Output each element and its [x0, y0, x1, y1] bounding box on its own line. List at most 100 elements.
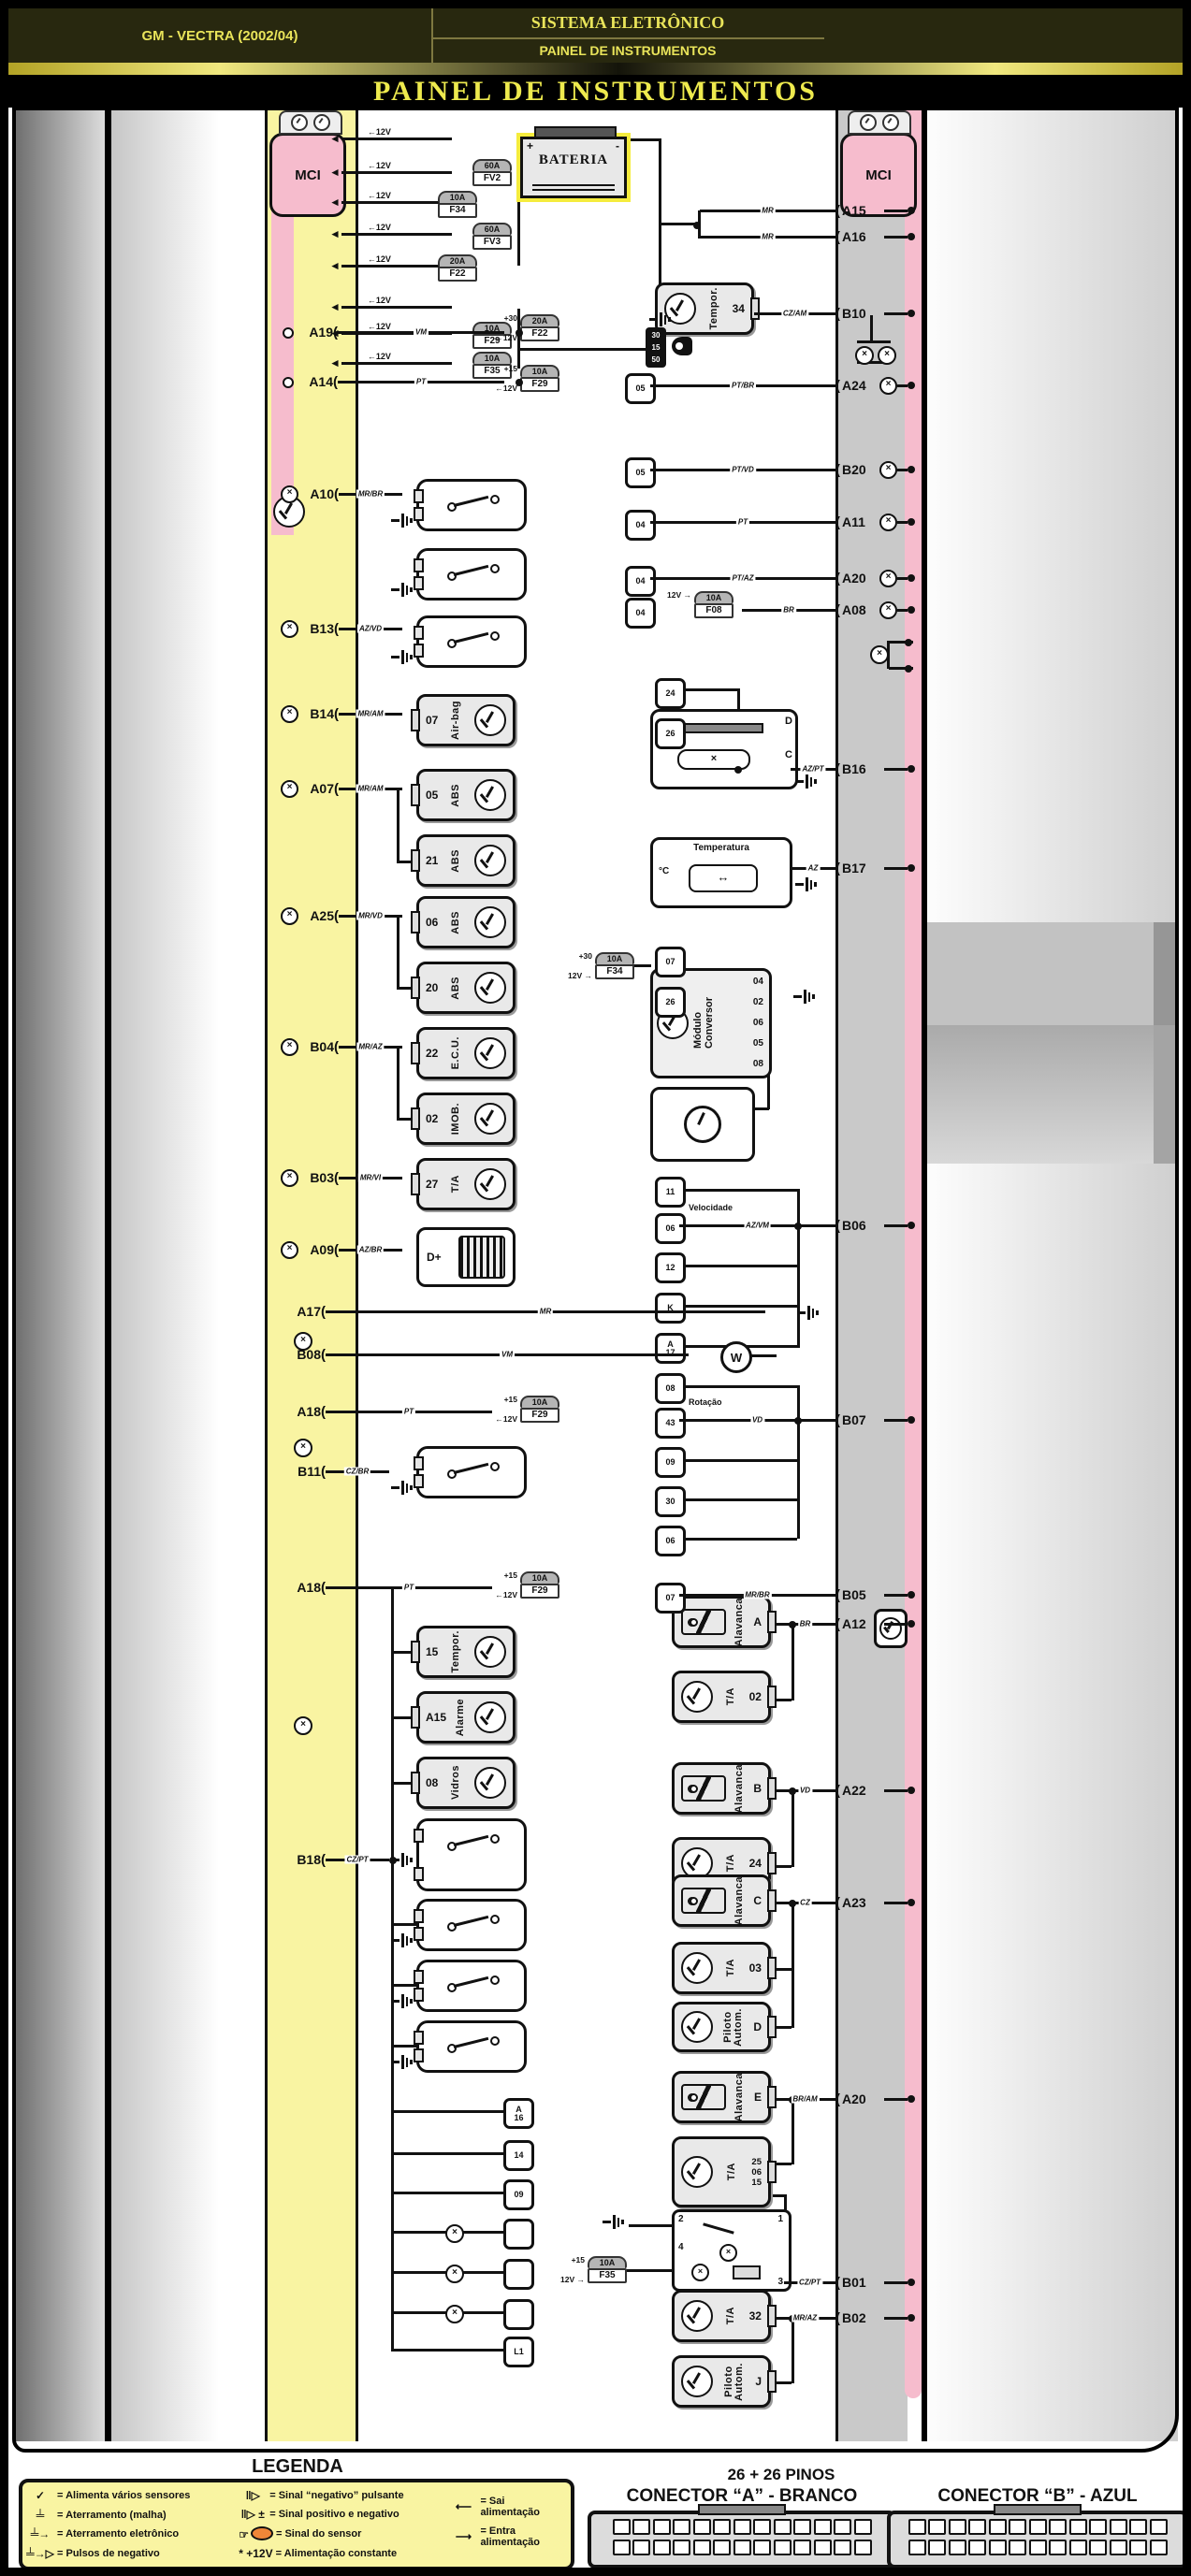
- wire-segment: [391, 1860, 394, 2350]
- pin-stub: [897, 520, 908, 524]
- module-name: ABS: [450, 976, 462, 1000]
- legend-text: = Sinal “negativo” pulsante: [269, 2489, 404, 2501]
- pin-symbol-icon: [879, 761, 884, 776]
- wire-segment: [797, 1189, 800, 1348]
- fuse-rating: 10A: [520, 1396, 559, 1408]
- ground-icon: [603, 2215, 624, 2229]
- pin-code: A10: [310, 486, 334, 501]
- pin-code: B07: [842, 1412, 866, 1427]
- switch-box: [391, 479, 527, 531]
- page-title: PAINEL DE INSTRUMENTOS: [373, 75, 818, 107]
- module-pin-number: 06: [426, 915, 439, 929]
- pins-note: 26 + 26 PINOS: [727, 2466, 835, 2483]
- pin-symbol-icon: [879, 229, 884, 244]
- legend-text: = Aterramento (malha): [57, 2509, 167, 2521]
- wire-segment: [397, 918, 399, 989]
- wire-color-tag: MR: [760, 232, 776, 241]
- fuse: 20A F22 +30 ←12V: [495, 313, 559, 342]
- wire: BR/AM: [775, 2091, 835, 2107]
- generator-warning-symbol: W: [720, 1341, 752, 1373]
- module-icon: [473, 1103, 506, 1135]
- pin-stub: [897, 608, 908, 612]
- connector-pin: [713, 2540, 731, 2555]
- connector-arc-icon: (: [334, 485, 339, 502]
- ground-icon: [797, 1306, 819, 1320]
- inline-connector: 07: [655, 1583, 686, 1614]
- pin-symbol-icon: [281, 619, 298, 638]
- wire-color-tag: PT: [735, 517, 750, 527]
- fuse: 10A F08 12V →: [667, 590, 733, 618]
- connector-pin: [733, 2519, 751, 2535]
- junction-dot: [693, 222, 701, 229]
- connector-pin: [928, 2519, 946, 2535]
- connector-number: 43: [665, 1418, 675, 1427]
- wire-color-tag: MR/BR: [743, 1590, 772, 1599]
- junction-dot: [908, 382, 915, 389]
- connector-pin: [1129, 2519, 1147, 2535]
- switch-lever-icon: [453, 1915, 489, 1927]
- inline-connector: 12: [655, 1252, 686, 1283]
- connector-arc-icon: (: [835, 1217, 840, 1234]
- module-name: Piloto Autom.: [721, 2007, 744, 2047]
- control-module-box: 02 T/A: [672, 1671, 771, 1723]
- fuse-rating: 20A: [520, 314, 559, 326]
- legend-symbol-icon: ╧→: [30, 2527, 51, 2541]
- legend-text: = Sai alimentação: [480, 2496, 541, 2518]
- wire-segment: [792, 1624, 794, 1700]
- switch-contact-icon: [490, 631, 500, 641]
- wire-color-tag: CZ/PT: [344, 1855, 370, 1864]
- mci-pin-row: AZ/VM ( B06: [679, 1217, 915, 1234]
- lamp-icon: [445, 2265, 464, 2283]
- switch-contact-icon: [490, 1975, 500, 1985]
- connector-pin: [733, 2540, 751, 2555]
- connector-a-title: CONECTOR “A” - BRANCO: [626, 2486, 858, 2506]
- connector-pin: [834, 2540, 851, 2555]
- com-abs-band: COM ABS: [1154, 922, 1191, 1025]
- connector-pin: [1068, 2519, 1087, 2535]
- wire: PT: [326, 1579, 492, 1596]
- connector-arc-icon: (: [835, 570, 840, 586]
- connector-arc-icon: (: [333, 324, 338, 340]
- pin-stub: [884, 2316, 908, 2320]
- supply-wire: ←12V: [341, 191, 452, 204]
- inline-connector: 14: [503, 2140, 534, 2171]
- pin-symbol-icon: [281, 374, 298, 389]
- mci-pin-row: A07 ( MR/AM: [281, 779, 402, 798]
- pin-symbol-icon: [281, 779, 298, 798]
- wire-segment: [889, 641, 913, 644]
- connector-pin: [753, 2519, 771, 2535]
- module-pin-number: 05: [426, 788, 439, 802]
- connector-pin: [793, 2519, 811, 2535]
- connector-number: 08: [665, 1383, 675, 1393]
- connector-pin: [1089, 2540, 1107, 2555]
- connector-number: 05: [635, 468, 646, 477]
- control-module-box: B Alavanca: [672, 1762, 771, 1815]
- mci-pink-tail: [271, 208, 294, 535]
- control-module-box: 08 Vidros: [416, 1757, 516, 1809]
- connector-arc-icon: (: [835, 461, 840, 478]
- control-module-box: 05 ABS: [416, 769, 516, 821]
- arrow-left-icon: ◄: [329, 166, 341, 179]
- mci-pin-row: A14 ( PT: [281, 373, 504, 390]
- fuse-code: F34: [438, 203, 477, 218]
- legend-col-2: ‖▷= Sinal “negativo” pulsante‖▷ ±= Sinal…: [237, 2486, 447, 2563]
- pin-code: A20: [842, 2091, 866, 2106]
- connector-number: 09: [665, 1457, 675, 1467]
- pin-code: B18: [297, 1852, 321, 1867]
- connector-arc-icon: (: [835, 2309, 840, 2326]
- control-module-box: D Piloto Autom.: [672, 2002, 771, 2052]
- connector-pin: [988, 2519, 1007, 2535]
- inline-connector: 11: [655, 1177, 686, 1208]
- wire-segment: [679, 1385, 797, 1388]
- connector-pin: [692, 2540, 711, 2555]
- wire-segment: [391, 1716, 416, 1719]
- connector-pin: [753, 2540, 771, 2555]
- connector-pin: [632, 2519, 650, 2535]
- fuse-code: FV3: [472, 235, 512, 250]
- wire-segment: [792, 2318, 794, 2383]
- signal-tag: Velocidade: [687, 1203, 735, 1212]
- control-module-box: A15 Alarme: [416, 1691, 516, 1744]
- connector-arc-icon: (: [835, 760, 840, 777]
